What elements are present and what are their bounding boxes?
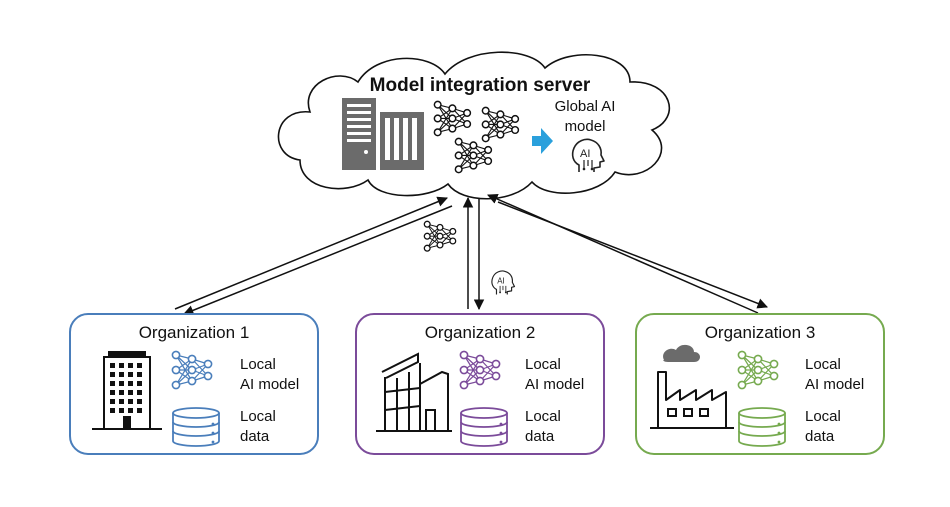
org2-model-label-line2: AI model — [525, 376, 584, 393]
organization-3-box: Organization 3 Local AI model Local data — [635, 313, 885, 455]
global-model-label-line1: Global AI — [555, 98, 616, 115]
arrow-org1-to-server — [174, 196, 448, 310]
server-title: Model integration server — [370, 75, 591, 96]
arrow-org3-to-server — [487, 193, 759, 314]
org1-data-label-line1: Local — [240, 408, 276, 425]
org3-model-label-line2: AI model — [805, 376, 864, 393]
neural-network-icon — [423, 220, 457, 252]
organization-3-title: Organization 3 — [705, 323, 816, 342]
factory-icon — [650, 344, 734, 429]
organization-2-box: Organization 2 Local AI model Local data — [355, 313, 605, 455]
modern-building-icon — [376, 352, 452, 432]
arrow-server-to-org1 — [183, 205, 453, 316]
integration-arrow-icon — [532, 128, 553, 154]
org3-model-label-line1: Local — [805, 356, 841, 373]
org2-data-label-line1: Local — [525, 408, 561, 425]
ai-head-icon — [491, 270, 516, 296]
server-rack-icon — [342, 98, 424, 170]
org3-data-label-line2: data — [805, 428, 835, 445]
global-model-label-line2: model — [565, 118, 606, 135]
org3-data-label-line1: Local — [805, 408, 841, 425]
org1-model-label-line1: Local — [240, 356, 276, 373]
organization-1-title: Organization 1 — [139, 323, 250, 342]
arrow-server-to-org3 — [497, 201, 768, 309]
org1-model-label-line2: AI model — [240, 376, 299, 393]
org2-model-label-line1: Local — [525, 356, 561, 373]
org2-data-label-line2: data — [525, 428, 555, 445]
organization-1-box: Organization 1 Local AI model Local data — [69, 313, 319, 455]
cloud-server-region: Model integration server Global AI m — [277, 51, 671, 200]
organization-2-title: Organization 2 — [425, 323, 536, 342]
communication-arrows — [174, 193, 768, 316]
office-building-icon — [92, 351, 162, 430]
org1-data-label-line2: data — [240, 428, 270, 445]
cloud-shape — [277, 51, 671, 200]
